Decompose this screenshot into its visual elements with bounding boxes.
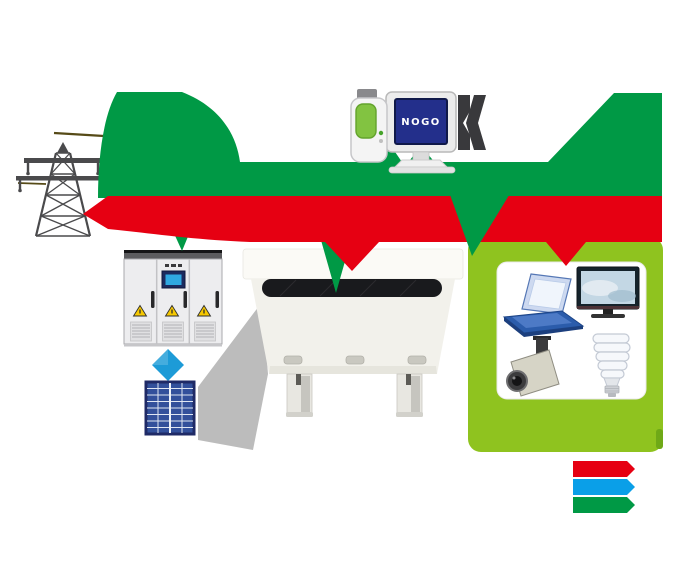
tower-horizontals (36, 152, 90, 237)
tower-peak (57, 142, 69, 153)
insulator-tip (26, 171, 30, 176)
monitor-shadow (458, 95, 486, 150)
battery-legs (286, 373, 423, 417)
grille-lines (132, 324, 214, 338)
tv-stand-neck (603, 309, 613, 314)
door-handle (183, 291, 187, 308)
monitor-neck (412, 151, 430, 161)
transmission-tower-icon (16, 142, 110, 237)
inverter-cabinet-icon (123, 250, 223, 347)
cabinet-display-screen (165, 274, 182, 285)
diamond-highlight (152, 349, 168, 365)
stripe-texture (279, 279, 417, 297)
legend-red-flow-arrow (573, 461, 635, 477)
cabinet-top-cap (124, 253, 222, 259)
battery-side-shadow (198, 302, 268, 450)
laptop-icon (502, 273, 585, 337)
cfl-bulb-icon (592, 333, 631, 397)
tv-icon (576, 266, 640, 318)
insulator-tip (18, 188, 22, 193)
camera-mount (536, 338, 548, 354)
monitor-stand (393, 159, 449, 168)
diamond-shape (152, 349, 184, 381)
spiral-coil (595, 351, 630, 362)
vent-slot (345, 355, 365, 365)
cfl-threads (605, 388, 619, 392)
cfl-spiral (592, 333, 631, 379)
monitor-base (388, 166, 456, 174)
red-flow-band (83, 196, 662, 271)
spiral-coil (592, 333, 630, 344)
vent-slot (283, 355, 303, 365)
solar-panel-icon (144, 380, 196, 436)
shadow-bar (458, 95, 470, 150)
laptop-keyboard (512, 313, 572, 328)
wire-left (17, 182, 47, 185)
wire-upper (53, 131, 105, 138)
leg-shade (411, 376, 420, 414)
leg-shade (301, 376, 310, 414)
warning-triangle-icons (132, 304, 212, 317)
cabinet-logo-marks (165, 264, 182, 267)
cctv-camera-icon (506, 336, 560, 397)
dongle-face-panel (355, 103, 377, 139)
battery-storage-icon (198, 248, 464, 450)
cabinet-vent-grilles (130, 321, 216, 342)
dongle-led-gray (379, 139, 383, 143)
cfl-neck (603, 377, 621, 387)
vent-slot (407, 355, 427, 365)
spiral-coil (597, 360, 628, 371)
green-flow-main (98, 92, 662, 198)
cabinet-base-strip (124, 344, 222, 347)
cfl-tip (608, 393, 616, 397)
legend-green-flow-arrow (573, 497, 635, 513)
leg-slit (406, 374, 411, 385)
laptop-front-edge (504, 317, 583, 337)
leg-foot (396, 412, 423, 417)
tower-lower-arm (16, 176, 110, 181)
tv-screen-cloud (582, 280, 618, 296)
battery-vent-slots (283, 355, 427, 365)
cabinet-top-line (124, 250, 222, 253)
diamond-node-icon (152, 349, 184, 381)
laptop-screen (527, 278, 567, 310)
tv-bottom-bezel (577, 306, 639, 309)
green-arrow-down-to-loads (449, 192, 511, 256)
dongle-led-green (378, 130, 384, 136)
leg-foot (286, 412, 313, 417)
cabinet-door-seams (155, 259, 191, 344)
cfl-screw-base (604, 385, 620, 394)
battery-bottom-shade (269, 366, 437, 374)
tower-cross-bracing (31, 152, 95, 237)
legend (573, 461, 635, 513)
load-box-edge-shade (656, 429, 663, 449)
tv-stand-base (591, 314, 625, 318)
battery-accent-stripe (262, 279, 442, 297)
spiral-coil (593, 342, 631, 353)
shadow-chevron (466, 95, 486, 150)
tv-screen-sea (608, 290, 636, 302)
door-handle (151, 291, 155, 308)
door-handle (215, 291, 219, 308)
cabinet-handles (151, 291, 219, 308)
monitor-screen-text: NOGO (401, 117, 441, 128)
battery-front-face (251, 279, 455, 374)
usb-dongle-icon (350, 89, 388, 163)
monitor-screen (394, 98, 448, 145)
legend-blue-flow-arrow (573, 479, 635, 495)
leg-slit (296, 374, 301, 385)
camera-lens-glint (512, 376, 516, 380)
spiral-coil (600, 369, 625, 379)
